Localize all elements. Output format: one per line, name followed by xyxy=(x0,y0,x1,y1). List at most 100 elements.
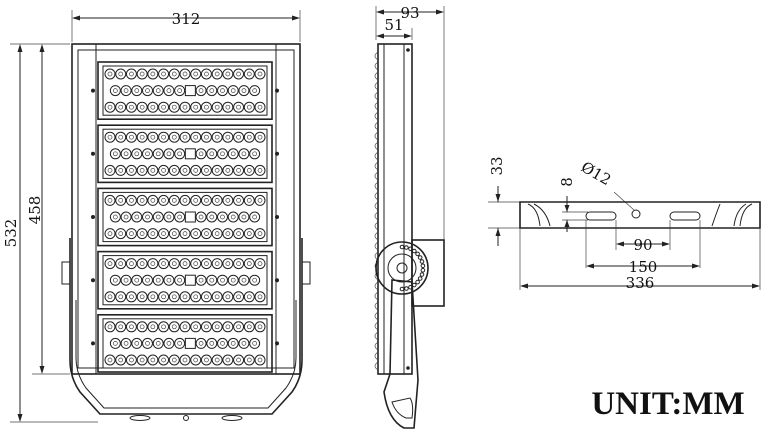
led-lens xyxy=(233,101,245,113)
led-lens xyxy=(243,194,255,206)
led-lens xyxy=(233,258,245,270)
slot-span-dimension: 150 xyxy=(629,258,658,276)
slot-width-dimension: 8 xyxy=(558,177,576,187)
led-lens xyxy=(254,354,266,366)
led-lens xyxy=(206,211,218,223)
front-view: 312 532 458 xyxy=(2,10,311,423)
led-lens xyxy=(163,148,175,160)
led-lens xyxy=(200,354,212,366)
led-lens xyxy=(125,258,137,270)
led-lens xyxy=(243,131,255,143)
led-lens xyxy=(152,148,164,160)
led-lens xyxy=(104,164,116,176)
led-lens xyxy=(136,68,148,80)
led-lens xyxy=(179,101,191,113)
led-lens xyxy=(104,291,116,303)
led-lens xyxy=(125,291,137,303)
led-lens xyxy=(158,291,170,303)
led-module xyxy=(91,124,279,184)
led-lens xyxy=(243,68,255,80)
total-length-dimension: 336 xyxy=(626,274,655,292)
led-lens xyxy=(222,101,234,113)
led-lens xyxy=(179,321,191,333)
led-lens xyxy=(115,131,127,143)
led-lens xyxy=(254,68,266,80)
led-lens xyxy=(233,131,245,143)
led-lens xyxy=(190,228,202,240)
led-lens xyxy=(115,194,127,206)
led-lens xyxy=(211,164,223,176)
led-lens xyxy=(249,337,261,349)
led-lens xyxy=(195,274,207,286)
led-lens xyxy=(190,164,202,176)
led-lens xyxy=(125,101,137,113)
led-lens xyxy=(211,228,223,240)
led-lens xyxy=(168,228,180,240)
led-lens xyxy=(254,164,266,176)
lens-center-square xyxy=(184,211,196,223)
led-lens xyxy=(158,131,170,143)
led-lens xyxy=(233,68,245,80)
led-lens xyxy=(211,68,223,80)
led-lens xyxy=(168,68,180,80)
led-lens xyxy=(254,258,266,270)
led-lens xyxy=(254,291,266,303)
led-lens xyxy=(179,164,191,176)
led-module xyxy=(91,313,279,373)
depth-dimension: 93 xyxy=(400,4,419,22)
led-lens xyxy=(104,354,116,366)
led-lens xyxy=(125,228,137,240)
led-lens xyxy=(222,131,234,143)
led-lens xyxy=(217,211,228,223)
led-lens xyxy=(136,291,148,303)
body-height-dimension: 458 xyxy=(26,196,44,225)
pivot-hole-ring xyxy=(399,244,426,292)
led-lens xyxy=(222,321,234,333)
led-lens xyxy=(125,131,137,143)
led-lens xyxy=(243,354,255,366)
led-lens xyxy=(104,194,116,206)
led-lens xyxy=(136,228,148,240)
led-lens xyxy=(163,274,175,286)
led-lens xyxy=(206,148,218,160)
led-lens xyxy=(158,101,170,113)
led-lens xyxy=(163,337,175,349)
led-lens xyxy=(254,101,266,113)
led-lens xyxy=(158,354,170,366)
led-lens xyxy=(190,258,202,270)
led-lens xyxy=(222,164,234,176)
led-lens xyxy=(168,258,180,270)
led-lens xyxy=(163,211,175,223)
led-lens xyxy=(168,131,180,143)
led-lens xyxy=(115,291,127,303)
led-lens xyxy=(195,337,207,349)
led-lens xyxy=(227,274,239,286)
led-lens xyxy=(142,148,153,160)
led-lens xyxy=(158,258,170,270)
led-lens xyxy=(254,228,266,240)
led-lens xyxy=(238,337,250,349)
led-lens xyxy=(109,85,121,97)
led-lens xyxy=(233,321,245,333)
led-lens xyxy=(190,101,202,113)
led-lens xyxy=(163,85,175,97)
led-lens xyxy=(233,291,245,303)
led-lens xyxy=(136,164,148,176)
led-lens xyxy=(115,258,127,270)
led-lens xyxy=(243,321,255,333)
led-lens xyxy=(168,291,180,303)
led-lens xyxy=(233,228,245,240)
unit-label: UNIT:MM xyxy=(591,386,744,422)
led-lens xyxy=(238,274,250,286)
led-lens xyxy=(147,321,159,333)
led-lens xyxy=(254,131,266,143)
led-lens xyxy=(206,274,218,286)
led-lens xyxy=(211,354,223,366)
led-lens xyxy=(174,85,186,97)
led-lens xyxy=(147,131,159,143)
led-lens xyxy=(104,101,116,113)
led-lens xyxy=(131,211,143,223)
led-lens xyxy=(179,194,191,206)
led-lens xyxy=(120,337,132,349)
led-lens xyxy=(104,68,116,80)
